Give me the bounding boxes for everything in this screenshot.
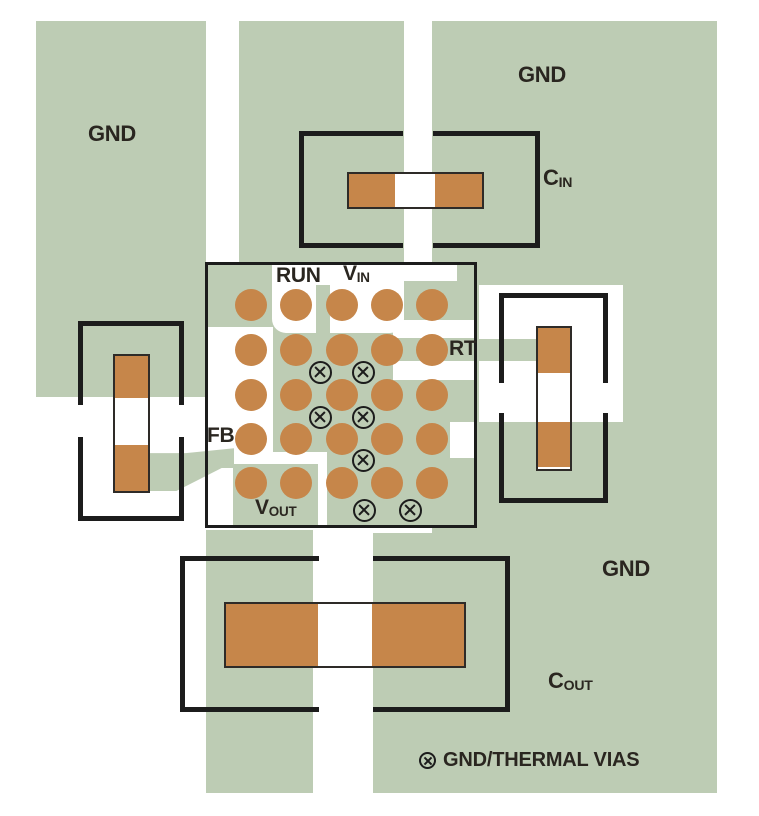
ic-relief-rt-lower bbox=[393, 361, 477, 380]
ic-pad bbox=[326, 334, 358, 366]
thermal-via-icon bbox=[398, 498, 422, 522]
gnd-label-left: GND bbox=[88, 121, 136, 146]
ic-pad bbox=[416, 289, 448, 321]
left-component-pads bbox=[113, 354, 150, 493]
gnd-thermal-via-icon bbox=[419, 752, 436, 769]
legend-text: GND/THERMAL VIAS bbox=[443, 749, 640, 771]
ic-pad bbox=[235, 334, 267, 366]
ic-pad bbox=[371, 467, 403, 499]
ic-pad bbox=[280, 423, 312, 455]
right-component-pads bbox=[536, 326, 572, 471]
rt-trace bbox=[477, 339, 540, 361]
cout-pads bbox=[224, 602, 466, 668]
vin-copper-column bbox=[239, 21, 404, 262]
gnd-label-top-right: GND bbox=[518, 62, 566, 87]
ic-pad bbox=[371, 423, 403, 455]
ic-pad bbox=[235, 289, 267, 321]
ic-pad bbox=[280, 379, 312, 411]
thermal-via-icon bbox=[351, 405, 375, 429]
gnd-plane-left bbox=[36, 21, 206, 397]
cin-label: CIN bbox=[543, 165, 573, 190]
ic-relief-vout-left bbox=[205, 468, 233, 528]
fb-pin-label: FB bbox=[207, 424, 235, 447]
cin-pad-right bbox=[435, 174, 482, 207]
left-component-pad-top bbox=[115, 356, 148, 398]
ic-pad bbox=[235, 467, 267, 499]
ic-pad bbox=[326, 423, 358, 455]
right-component-pad-top bbox=[538, 328, 570, 373]
ic-pad bbox=[235, 379, 267, 411]
cout-label: COUT bbox=[548, 668, 593, 693]
cin-pad-left bbox=[349, 174, 395, 207]
ic-pad bbox=[280, 334, 312, 366]
ic-relief-right-notch bbox=[450, 422, 477, 458]
ic-outline bbox=[205, 262, 477, 528]
gnd-label-bottom-right: GND bbox=[602, 556, 650, 581]
ic-relief-rt-upper bbox=[393, 320, 477, 338]
thermal-via-icon bbox=[308, 360, 332, 384]
ic-copper-strip-run-vin bbox=[316, 285, 330, 333]
cin-pads bbox=[347, 172, 484, 209]
ic-pad bbox=[326, 467, 358, 499]
ic-pad bbox=[326, 379, 358, 411]
ic-relief-vout-right bbox=[318, 464, 327, 528]
left-component-pad-bottom bbox=[115, 445, 148, 491]
right-component-pad-bottom bbox=[538, 422, 570, 467]
thermal-via-icon bbox=[308, 405, 332, 429]
cout-pad-right bbox=[372, 604, 464, 666]
ic-pad bbox=[416, 423, 448, 455]
ic-relief-above-vout bbox=[234, 452, 327, 464]
run-pin-label: RUN bbox=[276, 264, 321, 287]
ic-pad bbox=[371, 379, 403, 411]
rt-pin-label: RT bbox=[449, 337, 477, 360]
ic-pad bbox=[280, 289, 312, 321]
ic-relief-top-right bbox=[404, 262, 457, 281]
ic-pad bbox=[235, 423, 267, 455]
cout-pad-left bbox=[226, 604, 318, 666]
vout-pin-label: VOUT bbox=[255, 496, 297, 519]
ic-pad bbox=[416, 379, 448, 411]
thermal-via-icon bbox=[351, 360, 375, 384]
ic-pad bbox=[416, 467, 448, 499]
ic-pad bbox=[326, 289, 358, 321]
ic-pad bbox=[371, 334, 403, 366]
ic-pad bbox=[416, 334, 448, 366]
ic-pad bbox=[371, 289, 403, 321]
vin-pin-label: VIN bbox=[343, 262, 370, 285]
thermal-via-icon bbox=[352, 498, 376, 522]
thermal-via-icon bbox=[351, 448, 375, 472]
ic-pad bbox=[280, 467, 312, 499]
